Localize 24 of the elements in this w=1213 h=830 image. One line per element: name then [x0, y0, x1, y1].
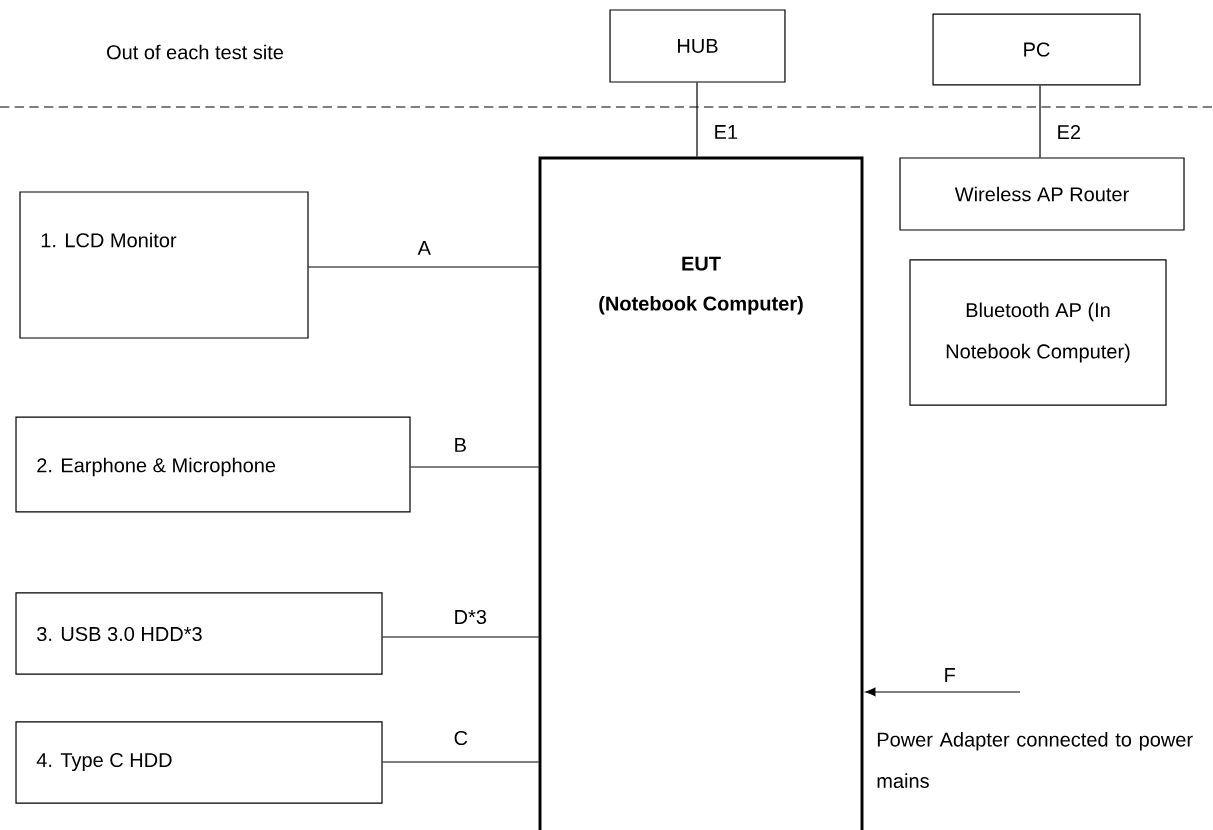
edge-label: D*3	[455, 609, 487, 625]
connector-line	[308, 266, 540, 268]
edge-label: E1	[715, 125, 738, 139]
device-box: PC	[932, 13, 1141, 86]
device-box: Wireless AP Router	[899, 157, 1185, 231]
device-box: Bluetooth AP (In Notebook Computer)	[909, 259, 1167, 406]
region-label: Out of each test site	[107, 44, 284, 60]
edge-label: F	[945, 668, 956, 682]
edge-label: B	[455, 438, 466, 452]
connector-line	[382, 761, 540, 763]
device-box: HUB	[609, 9, 786, 83]
device-box: 1. LCD Monitor	[19, 191, 309, 339]
connector-line	[382, 636, 540, 638]
device-box: 2. Earphone & Microphone	[15, 416, 411, 513]
edge-label: C	[454, 730, 468, 746]
connector-line	[410, 466, 540, 468]
device-box: EUT (Notebook Computer)	[538, 156, 864, 830]
connector-line	[1039, 84, 1041, 158]
edge-label: E2	[1058, 125, 1081, 139]
device-box: 4. Type C HDD	[15, 721, 383, 804]
edge-label: A	[417, 241, 431, 255]
connector-line	[696, 82, 698, 158]
arrow	[865, 687, 1021, 697]
device-box: 3. USB 3.0 HDD*3	[15, 592, 383, 675]
